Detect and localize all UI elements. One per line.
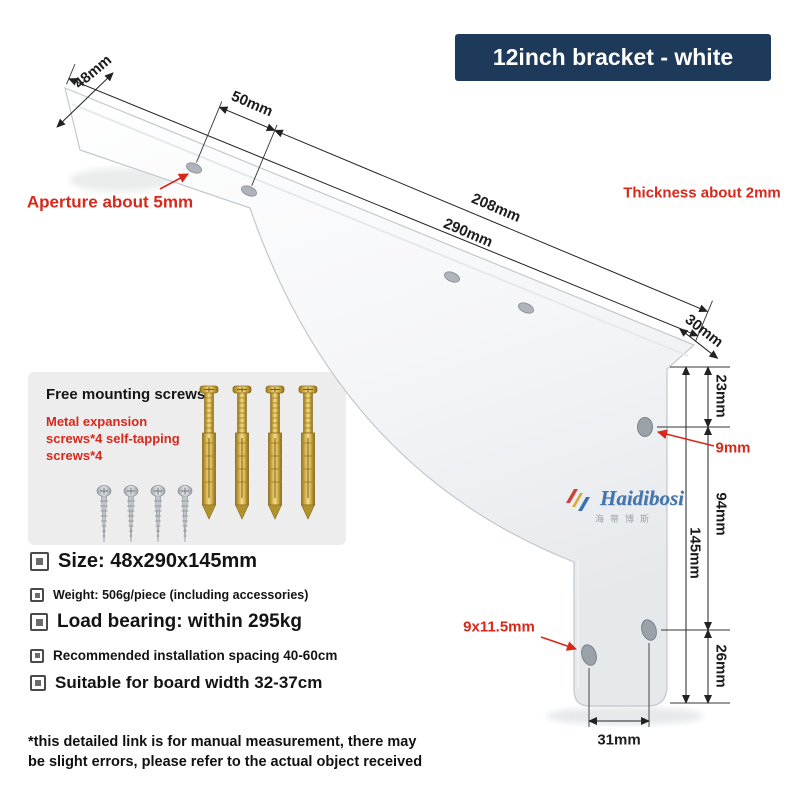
spec-board-text: Suitable for board width 32-37cm xyxy=(55,673,323,692)
spec-size: Size: 48x290x145mm xyxy=(30,550,257,573)
spec-spacing-text: Recommended installation spacing 40-60cm xyxy=(53,648,338,663)
wall-slot-right xyxy=(641,619,657,641)
spec-weight: Weight: 506g/piece (including accessorie… xyxy=(30,588,308,602)
spec-spacing: Recommended installation spacing 40-60cm xyxy=(30,648,337,663)
watermark-name: Haidibosi xyxy=(600,486,685,510)
spacing-icon xyxy=(30,648,44,663)
spec-board: Suitable for board width 32-37cm xyxy=(30,673,322,693)
dimension-lines xyxy=(56,63,730,727)
dim-31mm: 31mm xyxy=(597,731,641,749)
screws-box-title: Free mounting screws xyxy=(46,386,206,403)
aperture-arrow xyxy=(159,173,189,190)
expansion-screws xyxy=(199,385,318,520)
top-hole-arrow xyxy=(657,429,715,447)
callout-thickness: Thickness about 2mm xyxy=(623,184,781,202)
slot-arrow xyxy=(540,636,577,651)
shadow xyxy=(547,707,703,725)
weight-icon xyxy=(30,588,44,602)
watermark-cn: 海蒂博斯 xyxy=(595,514,656,524)
dim-94mm: 94mm xyxy=(712,492,730,536)
dim-145mm: 145mm xyxy=(686,527,704,579)
spec-load: Load bearing: within 295kg xyxy=(30,611,302,633)
wall-hole-top xyxy=(637,417,653,437)
board-icon xyxy=(30,675,46,691)
wall-slot-left xyxy=(581,644,597,666)
title-banner: 12inch bracket - white xyxy=(455,34,771,81)
callout-aperture: Aperture about 5mm xyxy=(26,192,194,212)
size-icon xyxy=(30,552,49,571)
disclaimer-text: *this detailed link is for manual measur… xyxy=(28,734,423,770)
watermark-logo: Haidibosi 海蒂博斯 xyxy=(566,486,684,525)
logo-chevrons-icon xyxy=(566,488,590,511)
spec-weight-text: Weight: 506g/piece (including accessorie… xyxy=(53,588,309,602)
dim-26mm: 26mm xyxy=(712,644,730,688)
screws-box-subtitle: Metal expansion screws*4 self-tapping sc… xyxy=(46,414,180,463)
load-icon xyxy=(30,613,48,631)
spec-load-text: Load bearing: within 295kg xyxy=(57,611,302,632)
tapping-screws xyxy=(96,485,193,543)
callout-9x11mm: 9x11.5mm xyxy=(463,618,535,636)
spec-size-text: Size: 48x290x145mm xyxy=(58,550,258,572)
dim-23mm: 23mm xyxy=(712,374,730,418)
callout-9mm: 9mm xyxy=(715,439,751,457)
